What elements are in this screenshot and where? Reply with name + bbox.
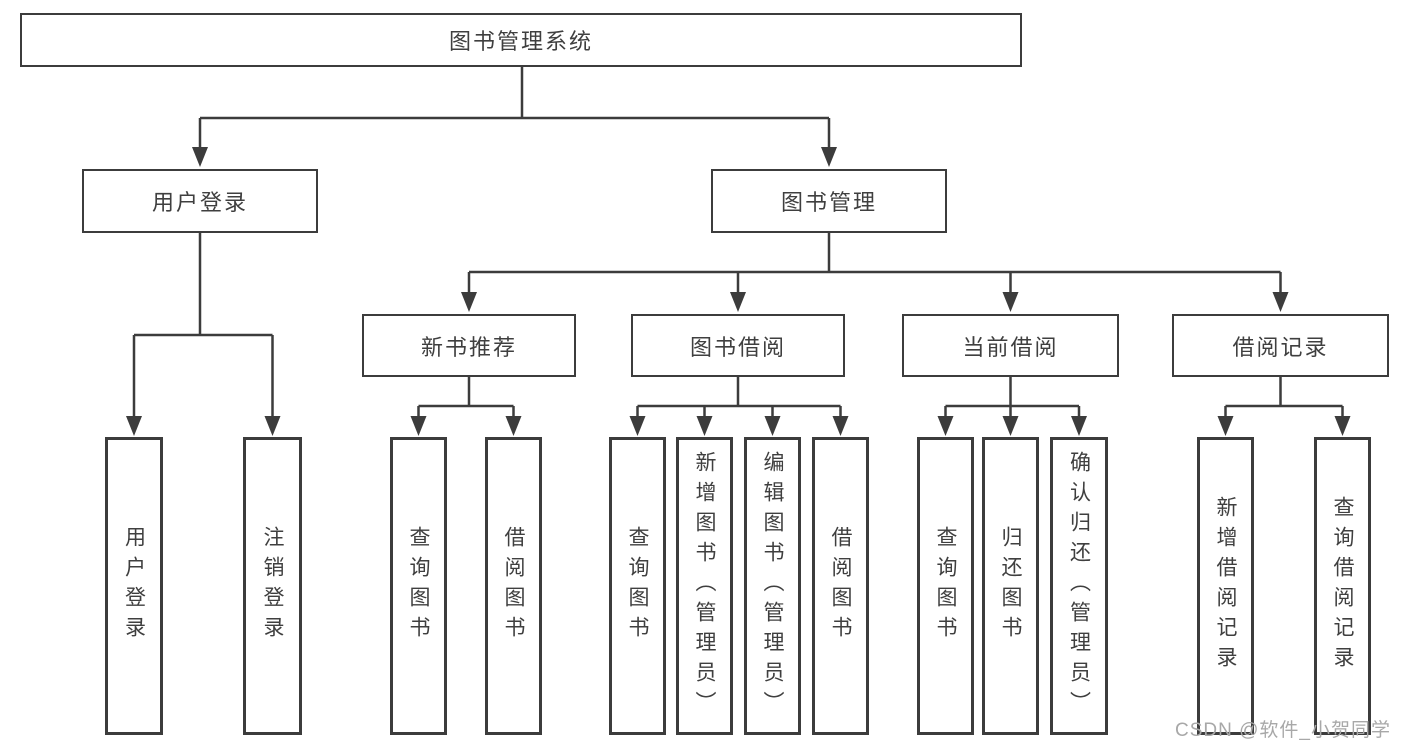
leaf-borrow-books-new: 借阅图书 [485,437,542,735]
leaf-add-books-admin-label: 新增图书（管理员） [693,451,716,721]
leaf-return-books-label: 归还图书 [999,526,1022,646]
leaf-query-books-borrow: 查询图书 [609,437,666,735]
node-borrow-records-label: 借阅记录 [1232,334,1329,360]
node-root-label: 图书管理系统 [448,29,593,54]
node-book-management: 图书管理 [711,169,947,233]
leaf-query-books-current-label: 查询图书 [934,526,957,646]
leaf-query-borrow-record: 查询借阅记录 [1314,437,1371,735]
leaf-query-books-borrow-label: 查询图书 [626,526,649,646]
node-book-borrow-label: 图书借阅 [689,334,786,360]
leaf-user-login-label: 用户登录 [122,526,146,646]
leaf-return-books: 归还图书 [982,437,1039,735]
leaf-borrow-books-borrow: 借阅图书 [812,437,869,735]
leaf-add-borrow-record: 新增借阅记录 [1197,437,1254,735]
leaf-borrow-books-new-label: 借阅图书 [502,526,525,646]
node-user-login: 用户登录 [82,169,318,233]
node-book-management-label: 图书管理 [780,190,877,215]
leaf-edit-books-admin-label: 编辑图书（管理员） [761,451,784,721]
leaf-confirm-return-admin-label: 确认归还（管理员） [1067,451,1091,721]
leaf-user-login: 用户登录 [105,437,163,735]
node-book-borrow: 图书借阅 [631,314,845,377]
leaf-logout: 注销登录 [243,437,302,735]
leaf-logout-label: 注销登录 [261,526,284,646]
node-user-login-label: 用户登录 [151,190,248,215]
node-root: 图书管理系统 [20,13,1022,67]
leaf-add-books-admin: 新增图书（管理员） [676,437,733,735]
watermark: CSDN @软件_小贺同学 [1175,720,1391,741]
node-current-borrow: 当前借阅 [902,314,1119,377]
leaf-confirm-return-admin: 确认归还（管理员） [1050,437,1108,735]
node-new-book-recommend: 新书推荐 [362,314,576,377]
leaf-query-books-new-label: 查询图书 [407,526,430,646]
node-new-book-recommend-label: 新书推荐 [420,334,517,360]
leaf-query-books-new: 查询图书 [390,437,447,735]
leaf-borrow-books-borrow-label: 借阅图书 [829,526,852,646]
leaf-edit-books-admin: 编辑图书（管理员） [744,437,801,735]
leaf-query-borrow-record-label: 查询借阅记录 [1331,496,1354,676]
arrowheads [126,147,1351,436]
leaf-add-borrow-record-label: 新增借阅记录 [1214,496,1237,676]
leaf-query-books-current: 查询图书 [917,437,974,735]
node-current-borrow-label: 当前借阅 [962,334,1059,360]
node-borrow-records: 借阅记录 [1172,314,1389,377]
